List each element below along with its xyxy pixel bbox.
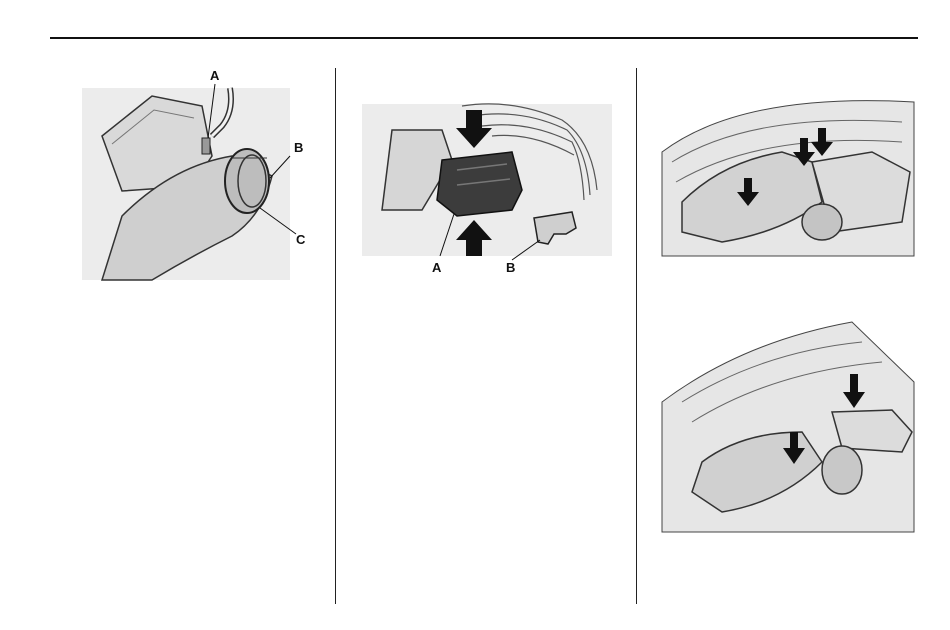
callout-label-b: B xyxy=(506,260,515,275)
air-cleaner-top-view-figure xyxy=(662,92,914,256)
connector-body-shape xyxy=(437,152,522,216)
air-intake-sensor-figure: A B C xyxy=(82,66,322,282)
air-cleaner-side-view-figure xyxy=(662,322,914,532)
callout-label-c: C xyxy=(296,232,306,247)
sensor-shape xyxy=(202,138,210,154)
callout-label-a: A xyxy=(432,260,442,275)
callout-label-b: B xyxy=(294,140,303,155)
page-header-rule xyxy=(50,37,918,39)
duct-clamp-shape xyxy=(225,149,269,213)
column-divider-right xyxy=(636,68,637,604)
callout-label-a: A xyxy=(210,68,220,83)
column-divider-left xyxy=(335,68,336,604)
electrical-connector-figure: A B xyxy=(362,100,612,280)
